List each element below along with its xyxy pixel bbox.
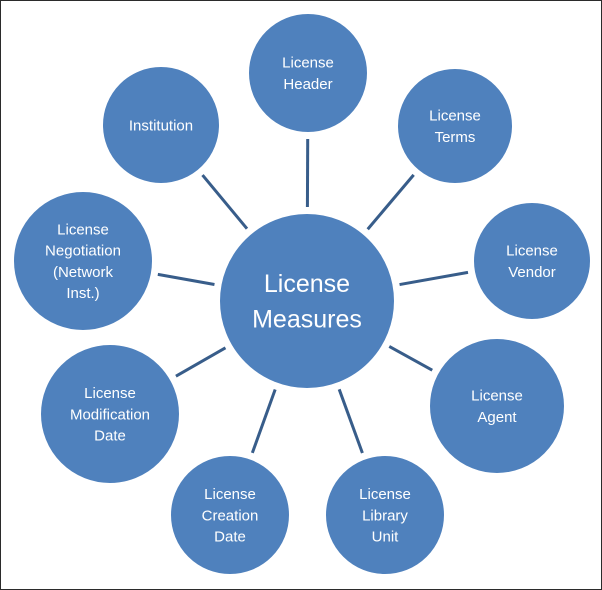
node-license-header-label-line: Header [283,76,332,93]
node-license-modification-date-label-line: License [84,385,136,402]
node-license-vendor-circle [472,201,592,321]
node-license-library-unit-label-line: License [359,486,411,503]
connector-institution [201,174,249,230]
node-license-creation-date-label-line: License [204,486,256,503]
connector-license-creation-date [250,388,277,454]
node-license-negotiation-label-line: Negotiation [45,243,121,260]
center-node-license-measures-label-line: License [264,270,350,298]
connector-license-negotiation [157,272,215,286]
connector-license-agent [388,345,433,372]
connectors [157,138,469,454]
node-license-negotiation-label-line: License [57,221,109,238]
connector-license-modification-date [175,346,227,378]
node-license-vendor-label-line: License [506,243,558,260]
node-license-creation-date-circle [169,454,291,576]
node-license-creation-date-label-line: Date [214,529,246,546]
node-license-library-unit-label-line: Library [362,507,408,524]
node-license-library-unit-label-line: Unit [372,529,400,546]
node-license-negotiation-label-line: Inst.) [66,285,99,302]
node-license-modification-date-label-line: Date [94,428,126,445]
node-license-terms-label-line: License [429,108,481,125]
node-license-negotiation-label-line: (Network [53,264,114,281]
node-license-header-circle [247,12,369,134]
node-license-negotiation-circle [12,190,154,332]
node-license-terms-label-line: Terms [435,129,476,146]
node-license-modification-date-circle [39,343,181,485]
node-license-agent-label-line: License [471,388,523,405]
connector-license-vendor [399,270,469,287]
center-node-license-measures-label-line: Measures [252,306,362,334]
node-institution-circle [101,65,221,185]
node-license-creation-date-label-line: Creation [202,507,259,524]
node-license-agent-circle [428,337,566,475]
node-license-terms-circle [396,67,514,185]
node-license-header-label-line: License [282,55,334,72]
node-license-library-unit-circle [324,454,446,576]
connector-license-library-unit [337,388,364,454]
node-institution-label-line: Institution [129,117,193,134]
connector-license-terms [366,173,415,231]
center-node-license-measures-circle [218,212,396,390]
node-license-modification-date-label-line: Modification [70,406,150,423]
node-license-vendor-label-line: Vendor [508,264,556,281]
node-license-agent-label-line: Agent [477,409,517,426]
node-institution: Institution [101,65,221,185]
